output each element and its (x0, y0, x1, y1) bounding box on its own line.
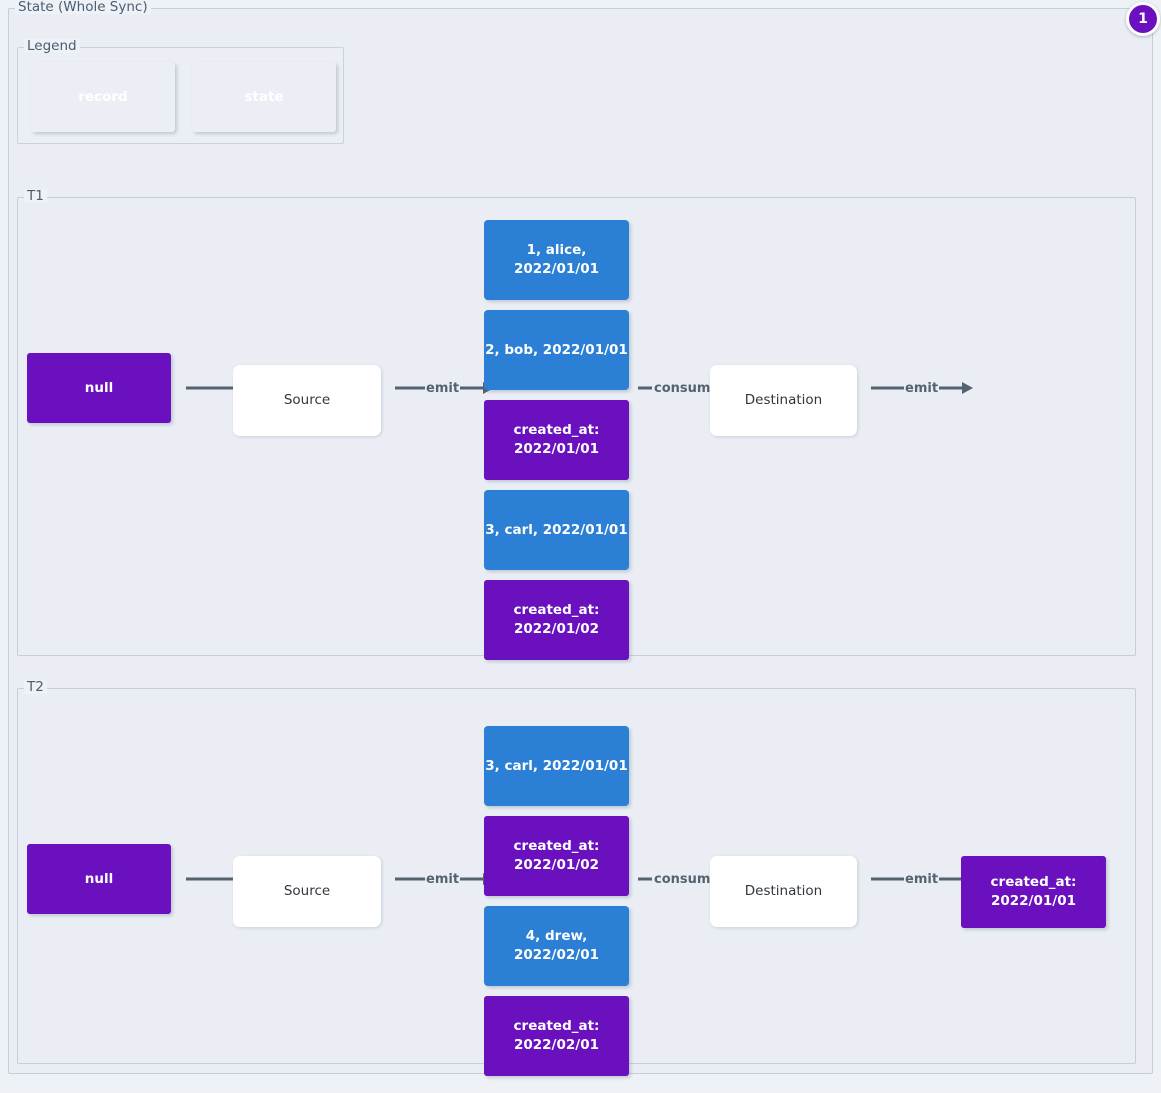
t1-source-node: Source (233, 365, 381, 436)
section-t1: T1 null Source emit 1, alice, 2022/01/01 (17, 189, 1136, 660)
t2-stream-node-0: 3, carl, 2022/01/01 (484, 726, 629, 806)
t2-source-node: Source (233, 856, 381, 927)
t1-arrow-consume: consume (638, 375, 735, 401)
t1-emit-label-2: emit (905, 380, 939, 396)
legend-swatch-record: record (31, 62, 175, 132)
t2-initial-state-node: null (27, 844, 171, 914)
t2-arrow-emit-source: emit (395, 866, 495, 892)
t1-emit-label-1: emit (426, 380, 460, 396)
t2-final-state-node: created_at: 2022/01/01 (961, 856, 1106, 928)
step-badge[interactable]: 1 (1126, 2, 1160, 36)
t1-arrow-emit-destination: emit (871, 375, 974, 401)
section-t2: T2 null Source emit 3, carl, 2022/01/01 … (17, 680, 1136, 1076)
section-t1-title: T1 (24, 189, 47, 203)
t1-stream-node-4: created_at: 2022/01/02 (484, 580, 629, 660)
t1-stream-node-0: 1, alice, 2022/01/01 (484, 220, 629, 300)
t2-emit-label-2: emit (905, 871, 939, 887)
state-diagram-root: State (Whole Sync) Legend record state T… (8, 0, 1153, 1076)
t1-arrow-emit-source: emit (395, 375, 495, 401)
section-t2-title: T2 (24, 680, 47, 694)
t2-arrow-emit-destination: emit (871, 866, 974, 892)
t1-initial-state-node: null (27, 353, 171, 423)
t1-consume-label: consume (654, 380, 720, 396)
t2-consume-label: consume (654, 871, 720, 887)
legend-swatch-state: state (192, 62, 336, 132)
t2-arrow-consume: consume (638, 866, 735, 892)
t2-stream-node-1: created_at: 2022/01/02 (484, 816, 629, 896)
diagram-title: State (Whole Sync) (15, 0, 151, 14)
t2-stream-node-2: 4, drew, 2022/02/01 (484, 906, 629, 986)
t2-destination-node: Destination (710, 856, 857, 927)
t2-emit-label-1: emit (426, 871, 460, 887)
t1-destination-node: Destination (710, 365, 857, 436)
t1-stream-node-2: created_at: 2022/01/01 (484, 400, 629, 480)
t1-stream-node-3: 3, carl, 2022/01/01 (484, 490, 629, 570)
legend-title: Legend (24, 39, 80, 53)
legend-panel: Legend record state (17, 39, 344, 144)
t1-stream-node-1: 2, bob, 2022/01/01 (484, 310, 629, 390)
t2-stream-node-3: created_at: 2022/02/01 (484, 996, 629, 1076)
